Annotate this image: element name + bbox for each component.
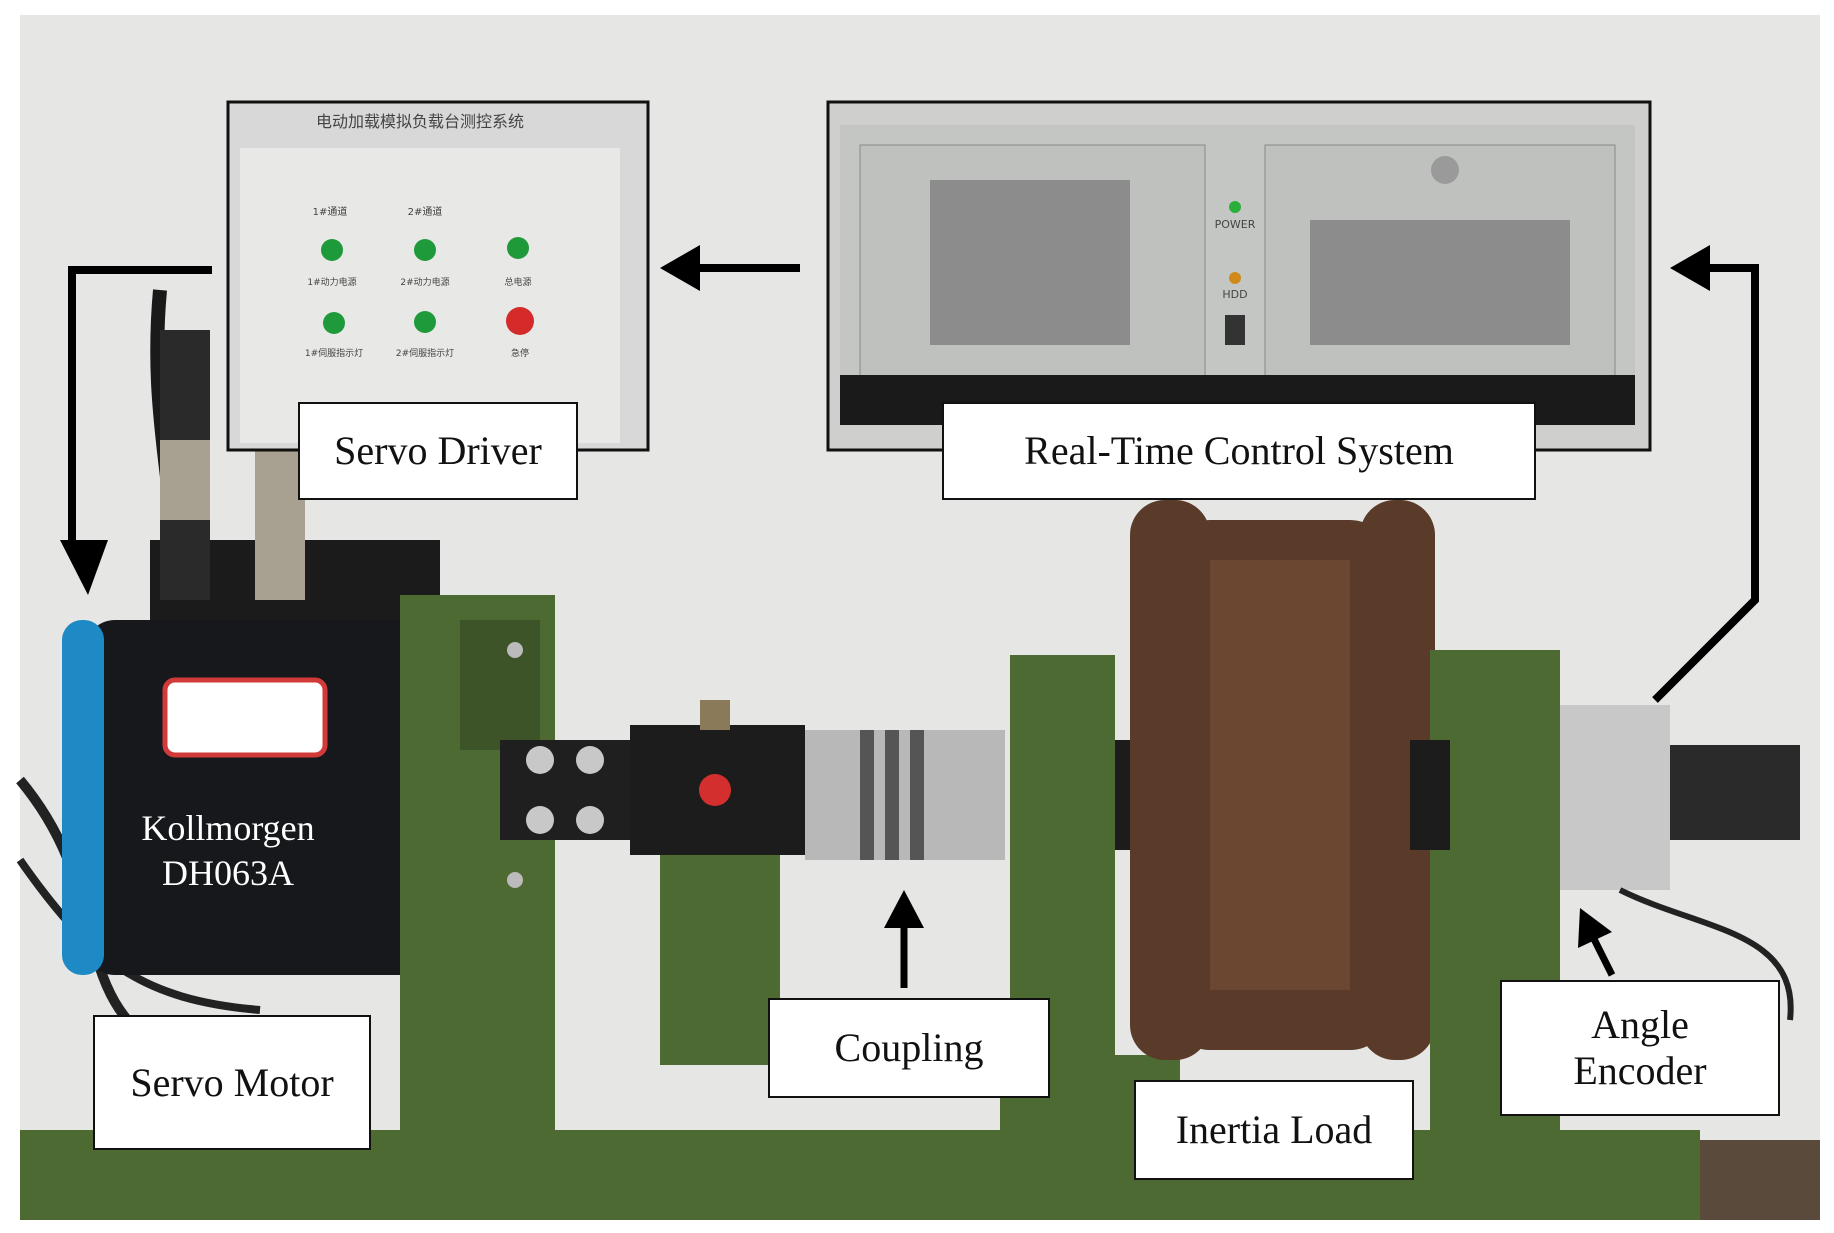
servo-driver-label: Servo Driver — [298, 402, 578, 500]
flywheel-rim — [1360, 500, 1435, 1060]
driver-estop-label: 急停 — [511, 347, 529, 359]
driver-panel-title: 电动加载模拟负载台测控系统 — [316, 112, 524, 131]
coupling-bellow — [885, 730, 899, 860]
sensor-logo — [699, 774, 731, 806]
inertia-load-label: Inertia Load — [1134, 1080, 1414, 1180]
connector-ring — [160, 440, 210, 520]
shaft-segment — [1410, 740, 1450, 850]
bracket-cutout — [460, 620, 540, 750]
driver-ready2-label: 2#伺服指示灯 — [396, 347, 454, 359]
coupling-bellow — [910, 730, 924, 860]
angle-encoder-label: Angle Encoder — [1500, 980, 1780, 1116]
clamp-screw — [526, 806, 554, 834]
driver-channel2: 2#通道 — [408, 205, 443, 218]
hdd-led-label: HDD — [1222, 288, 1247, 301]
power2-indicator — [414, 239, 436, 261]
motor-brand-text: Kollmorgen — [141, 808, 314, 848]
shaft-clamp — [500, 740, 630, 840]
arrowhead — [1578, 908, 1612, 948]
flexible-coupling — [805, 730, 1005, 860]
ready1-indicator — [323, 312, 345, 334]
encoder-cable — [1618, 887, 1794, 1021]
rail-end — [1700, 1140, 1820, 1220]
angle-encoder — [1560, 705, 1670, 890]
bolt — [507, 642, 523, 658]
driver-power1-label: 1#动力电源 — [307, 276, 356, 288]
clamp-screw — [526, 746, 554, 774]
clamp-screw — [576, 746, 604, 774]
arrowhead — [660, 245, 700, 291]
driver-panel — [240, 148, 620, 443]
servo-motor-ring — [62, 620, 104, 975]
real-time-control-system-label: Real-Time Control System — [942, 402, 1536, 500]
flywheel-hub — [1210, 560, 1350, 990]
sensor-stand — [660, 855, 780, 1065]
main-power-indicator — [507, 237, 529, 259]
vent-grille — [930, 180, 1130, 345]
usb-port — [1225, 315, 1245, 345]
driver-channel1: 1#通道 — [313, 205, 348, 218]
encoder-shaft — [1670, 745, 1800, 840]
driver-main-power-label: 总电源 — [504, 276, 531, 288]
motor-nameplate — [162, 677, 328, 758]
arrow-to-angle-encoder — [1588, 933, 1616, 977]
sensor-connector — [700, 700, 730, 730]
estop-button — [506, 307, 534, 335]
hdd-led — [1229, 272, 1241, 284]
arrowhead — [1670, 245, 1710, 291]
motor-model-text: DH063A — [162, 853, 294, 893]
vent-grille — [1310, 220, 1570, 345]
servo-motor-body — [85, 620, 440, 975]
arrow-encoder-to-controller — [1652, 264, 1759, 703]
signal-arrows — [60, 245, 1759, 988]
controller-right-panel — [1264, 144, 1616, 386]
driver-power2-label: 2#动力电源 — [400, 276, 449, 288]
bolt — [507, 872, 523, 888]
ready2-indicator — [414, 311, 436, 333]
arrow-driver-to-motor — [68, 266, 212, 555]
arrowhead — [60, 540, 108, 595]
driver-ready1-label: 1#伺服指示灯 — [305, 347, 363, 359]
arrowhead — [884, 890, 924, 928]
servo-motor-label: Servo Motor — [93, 1015, 371, 1150]
power-led-label: POWER — [1215, 218, 1256, 231]
power-led — [1229, 201, 1241, 213]
controller-left-panel — [859, 144, 1206, 386]
clamp-screw — [576, 806, 604, 834]
connector-ring — [255, 450, 305, 600]
coupling-label: Coupling — [768, 998, 1050, 1098]
key-lock — [1431, 156, 1459, 184]
power1-indicator — [321, 239, 343, 261]
coupling-bellow — [860, 730, 874, 860]
